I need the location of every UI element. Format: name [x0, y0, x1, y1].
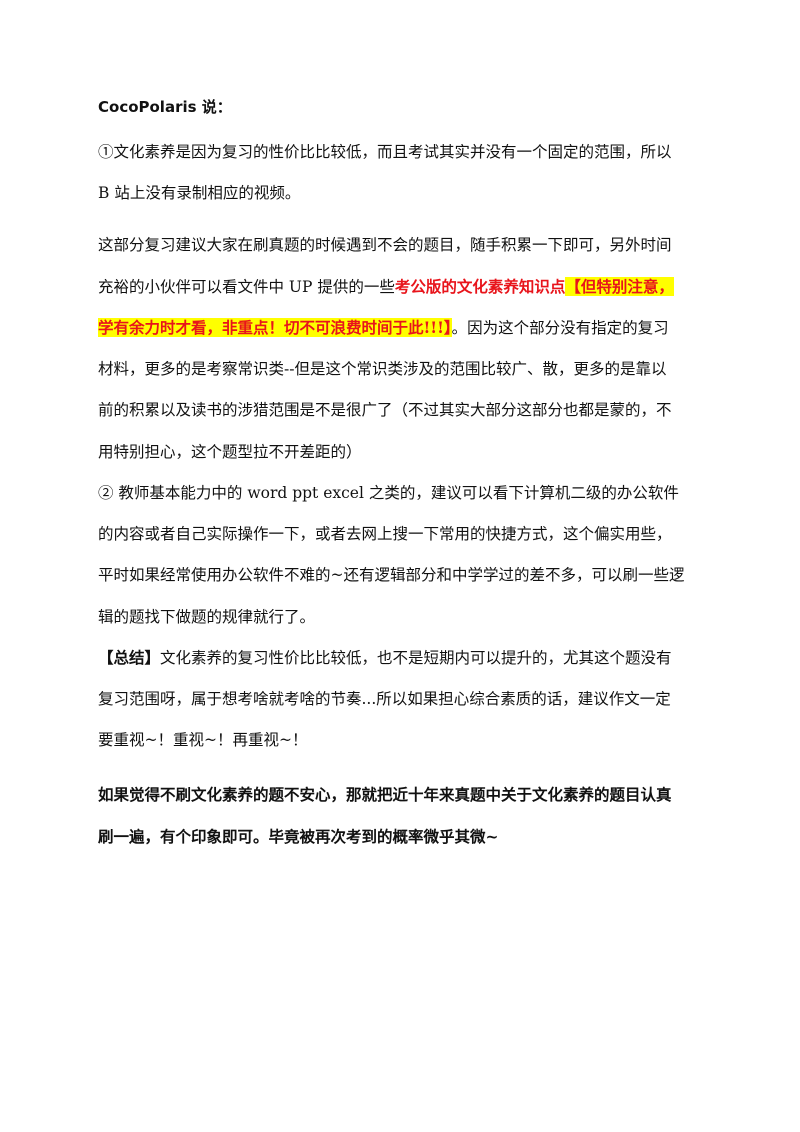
para2-line3: 学有余力时才看，非重点！切不可浪费时间于此!!!】。因为这个部分没有指定的复习: [98, 317, 669, 339]
warning-highlight-2: 学有余力时才看，非重点！切不可浪费时间于此!!!】: [98, 318, 452, 337]
final-line1: 如果觉得不刷文化素养的题不安心，那就把近十年来真题中关于文化素养的题目认真: [98, 785, 672, 804]
warning-highlight-1: 【但特别注意，: [565, 277, 674, 296]
para1-line2: B 站上没有录制相应的视频。: [98, 184, 301, 202]
para2-line2-plain: 充裕的小伙伴可以看文件中 UP 提供的一些: [98, 278, 395, 296]
summary-line1: 【总结】文化素养的复习性价比比较低，也不是短期内可以提升的，尤其这个题没有: [98, 647, 672, 669]
para2-line2: 充裕的小伙伴可以看文件中 UP 提供的一些考公版的文化素养知识点【但特别注意，: [98, 276, 674, 298]
final-line2: 刷一遍，有个印象即可。毕竟被再次考到的概率微乎其微~: [98, 827, 499, 846]
para2-line1: 这部分复习建议大家在刷真题的时候遇到不会的题目，随手积累一下即可，另外时间: [98, 236, 672, 254]
summary-line3: 要重视~！重视~！再重视~！: [98, 731, 308, 749]
para3-line1: ② 教师基本能力中的 word ppt excel 之类的，建议可以看下计算机二…: [98, 484, 679, 502]
knowledge-points-link-text: 考公版的文化素养知识点: [394, 277, 566, 296]
summary-label: 【总结】: [98, 648, 161, 667]
para3-line2: 的内容或者自己实际操作一下，或者去网上搜一下常用的快捷方式，这个偏实用些，: [98, 525, 672, 543]
para2-line5: 前的积累以及读书的涉猎范围是不是很广了（不过其实大部分这部分也都是蒙的，不: [98, 401, 672, 419]
para2-line3-plain: 。因为这个部分没有指定的复习: [451, 319, 669, 337]
author-heading: CocoPolaris 说：: [98, 98, 232, 116]
summary-line2: 复习范围呀，属于想考啥就考啥的节奏...所以如果担心综合素质的话，建议作文一定: [98, 690, 671, 708]
para3-line4: 辑的题找下做题的规律就行了。: [98, 608, 316, 626]
para3-line3: 平时如果经常使用办公软件不难的~还有逻辑部分和中学学过的差不多，可以刷一些逻: [98, 566, 685, 584]
para1-line1: ①文化素养是因为复习的性价比比较低，而且考试其实并没有一个固定的范围，所以: [98, 143, 672, 161]
para2-line6: 用特别担心，这个题型拉不开差距的）: [98, 443, 362, 461]
summary-text: 文化素养的复习性价比比较低，也不是短期内可以提升的，尤其这个题没有: [160, 649, 672, 667]
para2-line4: 材料，更多的是考察常识类--但是这个常识类涉及的范围比较广、散，更多的是靠以: [98, 360, 667, 378]
